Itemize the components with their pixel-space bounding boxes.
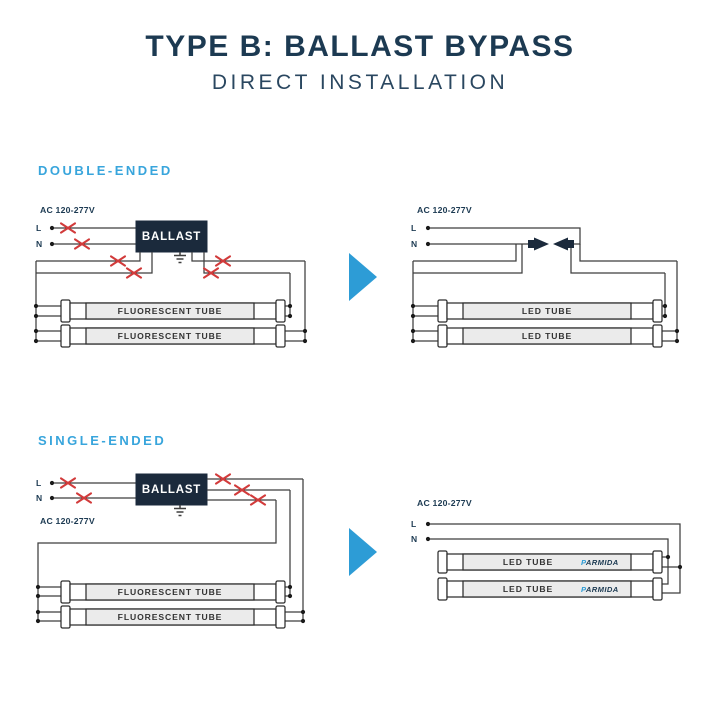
wire-connector-icon bbox=[528, 237, 549, 251]
diagram-single-ended-before: L N BALLAST AC 120-277V FLUORESCENT TUBE… bbox=[35, 473, 306, 629]
tube-pin-wires bbox=[662, 556, 680, 568]
tube-label: FLUORESCENT TUBE bbox=[118, 331, 223, 341]
tube-label: FLUORESCENT TUBE bbox=[118, 306, 223, 316]
tube-pin-wires bbox=[38, 586, 303, 622]
junction-dots bbox=[665, 554, 683, 570]
junction-dot bbox=[49, 480, 55, 486]
transition-arrow-icon bbox=[349, 528, 377, 576]
page-title: TYPE B: BALLAST BYPASS bbox=[145, 30, 575, 63]
junction-dot bbox=[49, 241, 55, 247]
tube-label: LED TUBE bbox=[503, 584, 553, 594]
junction-dot bbox=[49, 495, 55, 501]
voltage-label: AC 120-277V bbox=[40, 205, 95, 215]
ballast-output-wires bbox=[35, 252, 306, 341]
neutral-label: N bbox=[36, 239, 42, 249]
feed-wires bbox=[430, 523, 681, 594]
voltage-label: AC 120-277V bbox=[417, 498, 472, 508]
ground-icon bbox=[174, 252, 186, 264]
voltage-label: AC 120-277V bbox=[417, 205, 472, 215]
feed-wires bbox=[412, 244, 678, 341]
junction-dots bbox=[410, 303, 680, 344]
ballast-box bbox=[135, 220, 208, 253]
neutral-label: N bbox=[36, 493, 42, 503]
transition-arrow-icon bbox=[349, 253, 377, 301]
tube-label: FLUORESCENT TUBE bbox=[118, 612, 223, 622]
junction-dots bbox=[33, 303, 308, 344]
line-label: L bbox=[411, 519, 416, 529]
page-subtitle: DIRECT INSTALLATION bbox=[211, 71, 509, 94]
ground-icon bbox=[174, 505, 186, 517]
junction-dots bbox=[35, 584, 306, 624]
section-label-single-ended: SINGLE-ENDED bbox=[38, 433, 167, 448]
neutral-label: N bbox=[411, 534, 417, 544]
input-wires bbox=[54, 227, 136, 245]
junction-dot bbox=[425, 521, 431, 527]
diagram-single-ended-after: AC 120-277V L N LED TUBE PARMIDA LED TUB… bbox=[411, 498, 683, 601]
tube-label: LED TUBE bbox=[503, 557, 553, 567]
tube-label: LED TUBE bbox=[522, 331, 572, 341]
input-wires bbox=[430, 227, 581, 245]
junction-dot bbox=[425, 536, 431, 542]
section-label-double-ended: DOUBLE-ENDED bbox=[38, 163, 173, 178]
ballast-box bbox=[135, 473, 208, 506]
neutral-label: N bbox=[411, 239, 417, 249]
junction-dot bbox=[49, 225, 55, 231]
ballast-label: BALLAST bbox=[142, 231, 201, 243]
diagram-double-ended-before: AC 120-277V L N BALLAST FLUORESCENT TUBE… bbox=[33, 205, 308, 348]
tube-label: FLUORESCENT TUBE bbox=[118, 587, 223, 597]
brand-logo: PARMIDA bbox=[581, 558, 619, 567]
line-label: L bbox=[36, 223, 41, 233]
tube-label: LED TUBE bbox=[522, 306, 572, 316]
ballast-label: BALLAST bbox=[142, 484, 201, 496]
junction-dot bbox=[425, 241, 431, 247]
wire-connector-icon bbox=[553, 237, 574, 251]
diagram-double-ended-after: AC 120-277V L N LED TUBE LED TUBE bbox=[410, 205, 680, 348]
voltage-label: AC 120-277V bbox=[40, 516, 95, 526]
tube-pin-wires bbox=[36, 305, 305, 342]
junction-dot bbox=[425, 225, 431, 231]
line-label: L bbox=[36, 478, 41, 488]
brand-logo: PARMIDA bbox=[581, 585, 619, 594]
line-label: L bbox=[411, 223, 416, 233]
ballast-output-wires bbox=[37, 478, 304, 621]
